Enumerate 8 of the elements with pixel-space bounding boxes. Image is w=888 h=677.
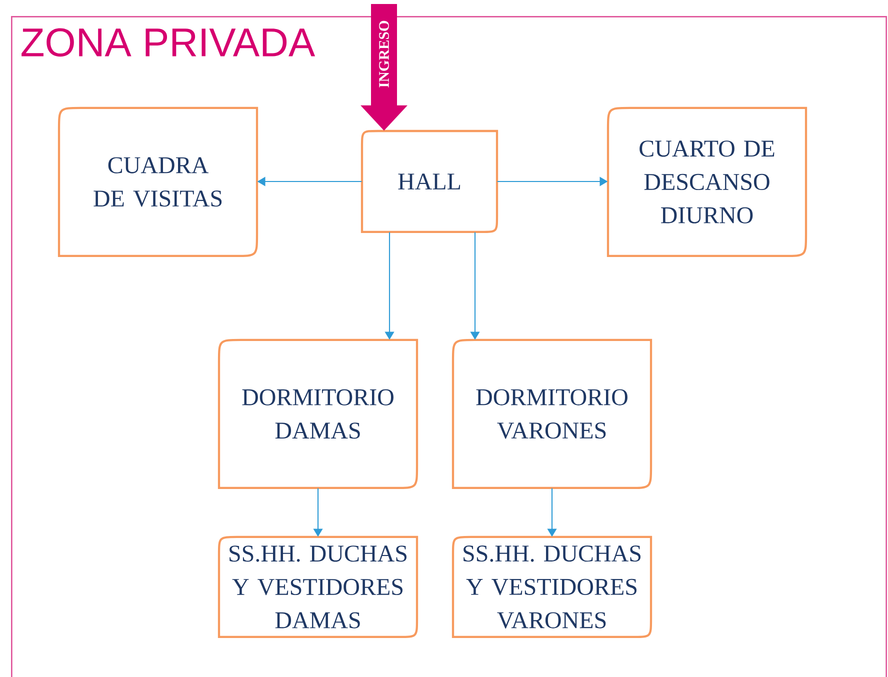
- room-box: SS.HH. DUCHAS Y VESTIDORES VARONES: [452, 536, 652, 638]
- room-box: CUARTO DE DESCANSO DIURNO: [606, 106, 808, 258]
- room-box: DORMITORIO VARONES: [452, 338, 652, 490]
- room-box: DORMITORIO DAMAS: [218, 338, 418, 490]
- room-box: HALL: [360, 130, 498, 234]
- room-box: SS.HH. DUCHAS Y VESTIDORES DAMAS: [218, 536, 418, 638]
- edge-label: INGRESO: [378, 18, 390, 90]
- room-box: CUADRA DE VISITAS: [58, 106, 258, 258]
